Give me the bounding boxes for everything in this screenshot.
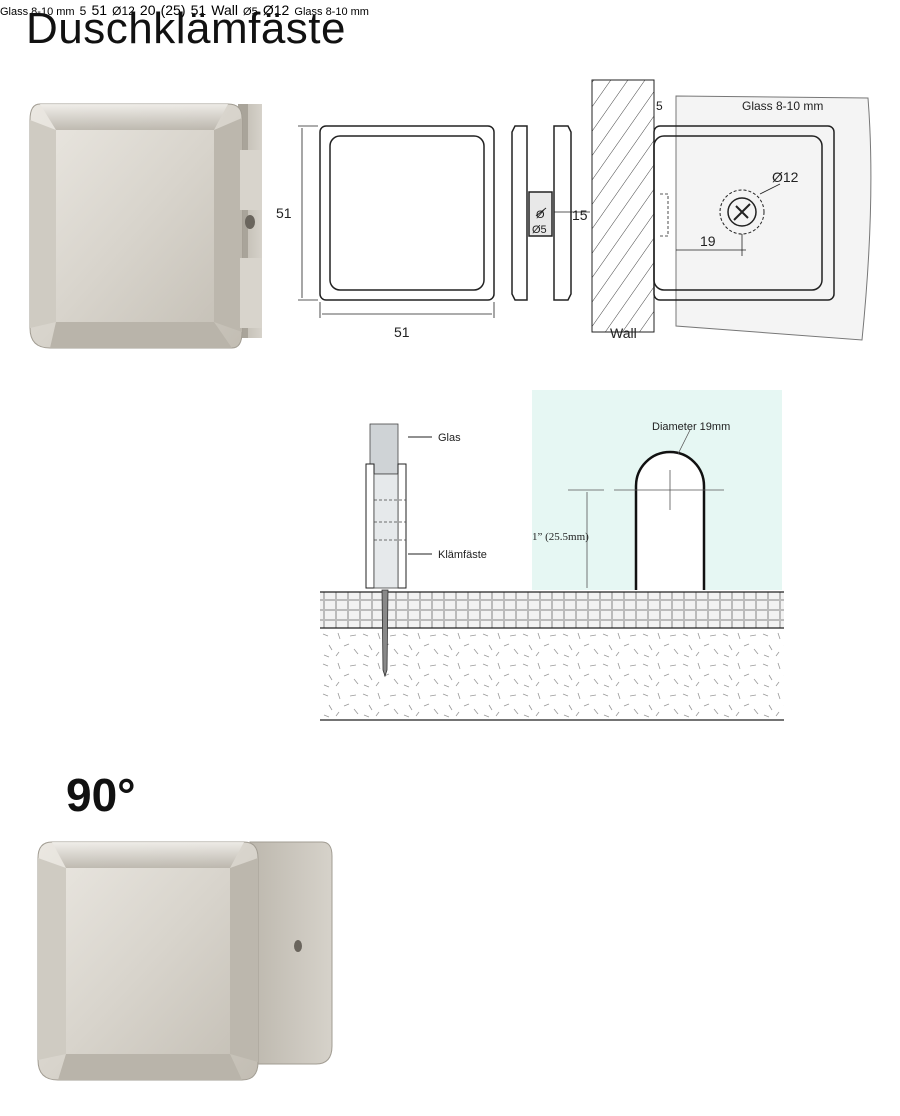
install-clamp-section xyxy=(365,423,432,678)
90-side-screw-label: Ø12 xyxy=(262,2,290,18)
photo-clamp-2 xyxy=(37,841,333,1081)
front-width-label: 51 xyxy=(394,324,410,340)
install-height-label: 1” (25.5mm) xyxy=(532,531,589,543)
wall-label: Wall xyxy=(610,325,637,341)
center-offset-label: 19 xyxy=(700,233,716,249)
install-clamp-label: Klämfäste xyxy=(438,549,487,561)
install-glass-label: Glas xyxy=(438,432,461,444)
drawing-side-profile xyxy=(511,125,590,301)
wall-offset-label: 5 xyxy=(656,99,663,113)
glass-thickness-label: Glass 8-10 mm xyxy=(742,99,823,113)
90-screw-label: Ø12 xyxy=(112,4,135,18)
screw-diameter-label: Ø12 xyxy=(772,169,799,185)
90-width-label: 51 xyxy=(190,2,207,18)
side-hole-symbol: Ø xyxy=(536,209,545,221)
90-wall-offset-label: 5 xyxy=(79,4,87,18)
front-height-label: 51 xyxy=(276,205,292,221)
install-floor xyxy=(320,591,784,721)
90-center-label-2: (25) xyxy=(160,2,186,18)
page-title: Duschklämfäste xyxy=(26,4,347,53)
install-glass-panel xyxy=(532,390,782,590)
side-thickness-label: 15 xyxy=(572,207,588,223)
photo-clamp-1 xyxy=(29,103,262,349)
drawing-front-view xyxy=(298,125,495,318)
90-side-hole-label: Ø5 xyxy=(243,6,258,18)
90-center-label-1: 20 xyxy=(139,2,156,18)
angle-title: 90° xyxy=(66,769,136,821)
90-glass-label: Glass 8-10 mm xyxy=(0,6,75,18)
install-diameter-label: Diameter 19mm xyxy=(652,421,730,433)
side-hole-label: Ø5 xyxy=(532,224,547,236)
90-height-label: 51 xyxy=(91,2,108,18)
drawing-wall-mount xyxy=(591,79,872,341)
90-side-glass-label: Glass 8-10 mm xyxy=(294,6,369,18)
90-wall-label: Wall xyxy=(211,2,238,18)
